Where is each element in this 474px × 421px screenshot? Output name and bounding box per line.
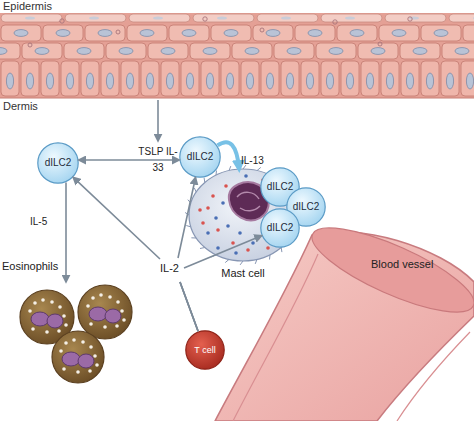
t-cell: T cell [185,330,225,370]
node-text: Eosinophils [2,260,92,273]
region-label: IL-2 [160,262,190,275]
keratin-granules [28,17,412,47]
eosinophil-group-shape [2,260,147,385]
dilc2-cell: dILC2 [37,142,79,184]
node-text: dILC2 [260,208,300,248]
cornified-layer [0,13,474,24]
arrow-connector [79,159,179,161]
region-label: Epidermis [3,0,83,13]
region-label: Dermis [3,100,83,113]
node-text: Mast cell [188,267,298,280]
spinous-layer [0,24,474,60]
eosinophil-group: Eosinophils [2,260,147,385]
node-text: dILC2 [37,142,79,184]
epidermis-band [0,13,474,98]
basal-layer [0,60,474,98]
edge-label: IL-13 [241,155,275,167]
edge-label: IL-5 [30,216,62,228]
node-text: dILC2 [179,136,221,178]
node-text: T cell [185,330,225,370]
arrow-connector [65,182,67,282]
node-text: Blood vessel [371,258,461,271]
edge-label: TSLP IL-33 [138,144,178,176]
cytokine-release-arrow [157,100,159,141]
basement-membrane [0,97,474,98]
dilc2-cell: dILC2 [260,208,300,248]
dilc2-cell: dILC2 [179,136,221,178]
